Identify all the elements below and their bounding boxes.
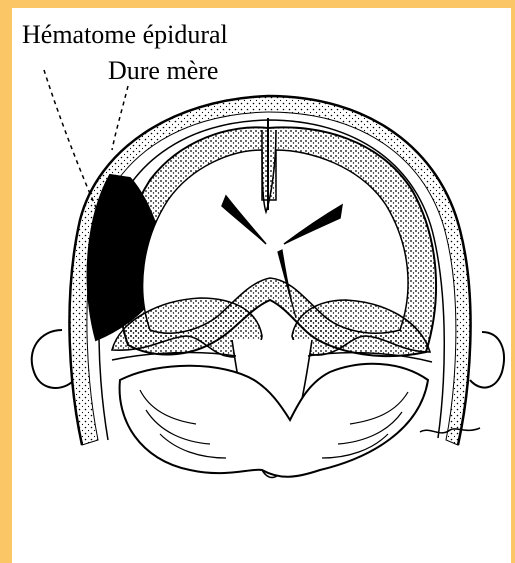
left-ear [32,330,72,388]
dura-leader-line [112,86,128,150]
label-dura-mater: Dure mère [108,56,218,86]
label-epidural-hematoma: Hématome épidural [22,20,228,50]
right-ear [470,332,504,388]
